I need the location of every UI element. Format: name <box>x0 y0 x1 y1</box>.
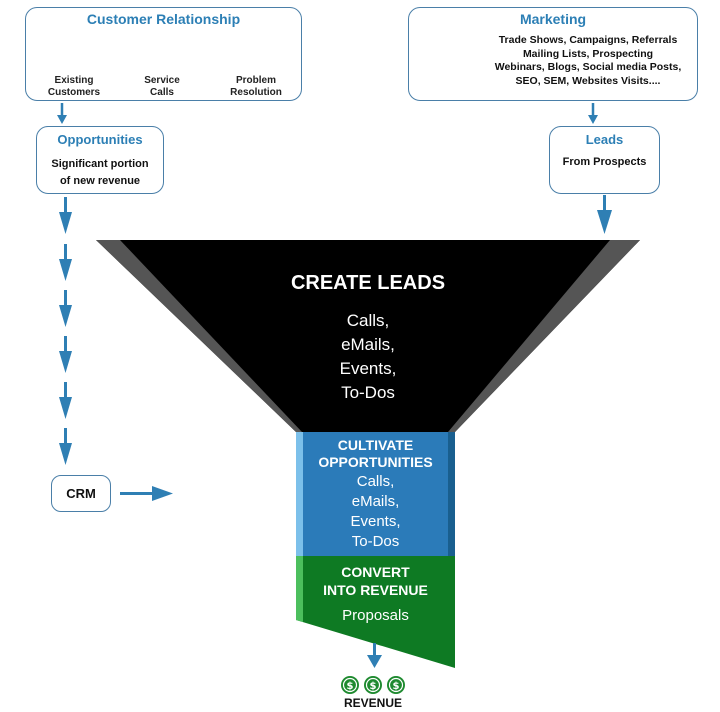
opportunities-description: Significant portion of new revenue <box>37 156 163 190</box>
convert-into-revenue-text: CONVERT INTO REVENUE Proposals <box>296 563 455 624</box>
cultivate-item: eMails, <box>351 493 400 510</box>
opportunities-line: Significant portion <box>51 158 149 170</box>
cultivate-left-highlight <box>296 432 303 556</box>
arrow-down-4 <box>59 336 72 373</box>
crm-label: CRM <box>66 486 96 501</box>
cultivate-right-highlight <box>448 432 455 556</box>
opportunities-box: Opportunities Significant portion of new… <box>36 126 164 194</box>
cultivate-item: Events, <box>350 513 401 530</box>
marketing-line: Webinars, Blogs, Social media Posts, <box>494 61 682 73</box>
marketing-line: SEO, SEM, Websites Visits.... <box>515 74 661 87</box>
dollar-coin-icon: $ <box>364 676 382 694</box>
arrow-down-5 <box>59 382 72 419</box>
convert-title: CONVERT INTO REVENUE <box>296 563 455 599</box>
create-leads-item: Calls, <box>346 311 390 330</box>
arrow-down-2 <box>59 244 72 281</box>
coin-symbol: $ <box>370 681 377 692</box>
marketing-box: Marketing Trade Shows, Campaigns, Referr… <box>408 7 698 101</box>
opportunities-title: Opportunities <box>57 132 143 147</box>
customer-relationship-title: Customer Relationship <box>86 11 241 27</box>
coin-symbol: $ <box>393 681 400 692</box>
funnel-left-highlight <box>96 240 302 432</box>
convert-item: Proposals <box>342 607 409 624</box>
coin-symbol: $ <box>347 681 354 692</box>
leads-box: Leads From Prospects <box>549 126 660 194</box>
dollar-coin-icon: $ <box>387 676 405 694</box>
cultivate-title-line: CULTIVATE <box>337 437 414 453</box>
cultivate-funnel-section <box>296 432 455 556</box>
dollar-coin-icon: $ <box>341 676 359 694</box>
create-leads-title: CREATE LEADS <box>290 272 446 294</box>
marketing-channels: Trade Shows, Campaigns, Referrals Mailin… <box>485 34 691 88</box>
convert-title-line: INTO REVENUE <box>323 582 428 598</box>
leads-description: From Prospects <box>562 156 647 168</box>
opportunities-line: of new revenue <box>59 175 141 187</box>
create-leads-item: Events, <box>339 359 397 378</box>
customer-relationship-box: Customer Relationship <box>25 7 302 101</box>
create-leads-item: To-Dos <box>341 383 395 402</box>
leads-title: Leads <box>585 132 624 147</box>
convert-left-highlight <box>296 556 303 622</box>
crm-box: CRM <box>51 475 111 512</box>
cultivate-opportunities-text: CULTIVATE OPPORTUNITIES Calls, eMails, E… <box>296 437 455 552</box>
right-down-arrows <box>588 103 612 234</box>
marketing-title: Marketing <box>519 11 587 27</box>
step-label-existing-customers: Existing Customers <box>47 75 101 98</box>
cultivate-item: Calls, <box>356 473 395 490</box>
create-leads-funnel-section <box>96 240 640 432</box>
marketing-line: Mailing Lists, Prospecting <box>522 47 654 60</box>
marketing-line: Trade Shows, Campaigns, Referrals <box>498 34 678 46</box>
revenue-coins: $ $ $ <box>341 676 405 694</box>
cultivate-title-line: OPPORTUNITIES <box>318 454 433 470</box>
left-down-arrows <box>57 103 72 465</box>
revenue-label: REVENUE <box>343 696 402 710</box>
funnel-right-highlight <box>448 240 640 432</box>
step-label-service-calls: Service Calls <box>144 75 180 98</box>
arrow-down-6 <box>59 428 72 465</box>
convert-funnel-section <box>296 556 455 668</box>
step-label-problem-resolution: Problem Resolution <box>230 75 282 98</box>
arrow-down-1 <box>59 197 72 234</box>
arrow-down-3 <box>59 290 72 327</box>
revenue-arrow <box>367 643 382 668</box>
convert-title-line: CONVERT <box>341 564 410 580</box>
cultivate-title: CULTIVATE OPPORTUNITIES <box>296 437 455 471</box>
create-leads-text: CREATE LEADS Calls, eMails, Events, To-D… <box>250 272 486 405</box>
crm-arrow <box>120 486 173 501</box>
cultivate-item: To-Dos <box>351 533 400 550</box>
create-leads-item: eMails, <box>341 335 395 354</box>
